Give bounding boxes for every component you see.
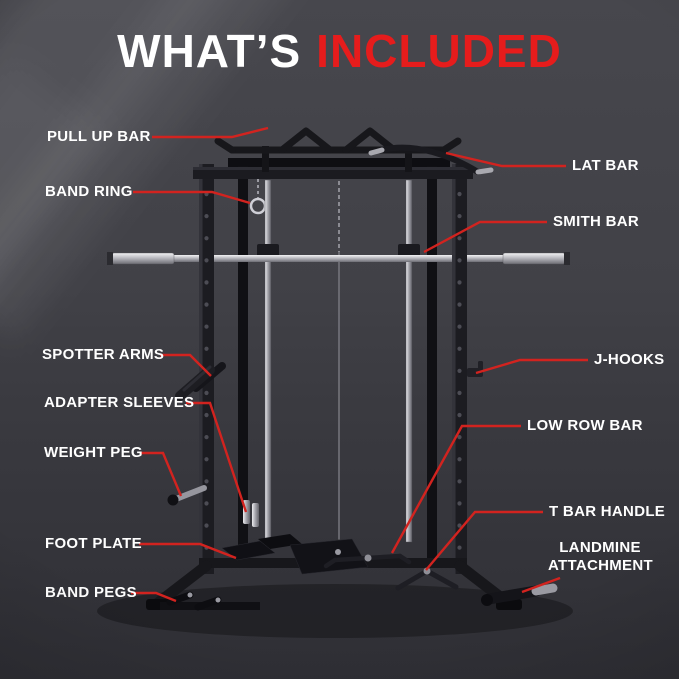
rear-frame [228,158,450,568]
label-band-ring: BAND RING [45,183,133,200]
label-landmine-line2: ATTACHMENT [548,557,653,574]
label-foot-plate: FOOT PLATE [45,535,142,552]
label-pull-up-bar: PULL UP BAR [47,128,151,145]
label-weight-peg: WEIGHT PEG [44,444,143,461]
page-title: WHAT’S INCLUDED [0,24,679,78]
title-white: WHAT’S [117,25,302,77]
label-smith-bar: SMITH BAR [553,213,640,230]
label-landmine-line1: LANDMINE [559,539,641,556]
t-bar-handle-part [395,567,459,591]
foot-plate-part [221,534,302,561]
label-j-hooks: J-HOOKS [594,351,665,368]
center-platform [289,538,369,575]
label-lat-bar: LAT BAR [572,157,639,174]
label-band-pegs: BAND PEGS [45,584,137,601]
label-landmine-attachment: LANDMINE ATTACHMENT [548,539,653,575]
label-adapter-sleeves: ADAPTER SLEEVES [44,394,195,411]
j-hook-part [467,361,483,377]
label-spotter-arms: SPOTTER ARMS [42,346,165,363]
cable-and-chain [333,167,345,551]
weight-peg-part [167,485,207,506]
label-low-row-bar: LOW ROW BAR [527,417,643,434]
title-red: INCLUDED [316,25,562,77]
pull-up-bar-part [214,127,462,172]
label-t-bar-handle: T BAR HANDLE [549,503,666,520]
low-row-bar-part [323,553,412,569]
smith-bar-part [107,244,570,265]
adapter-sleeves-part [243,500,259,527]
